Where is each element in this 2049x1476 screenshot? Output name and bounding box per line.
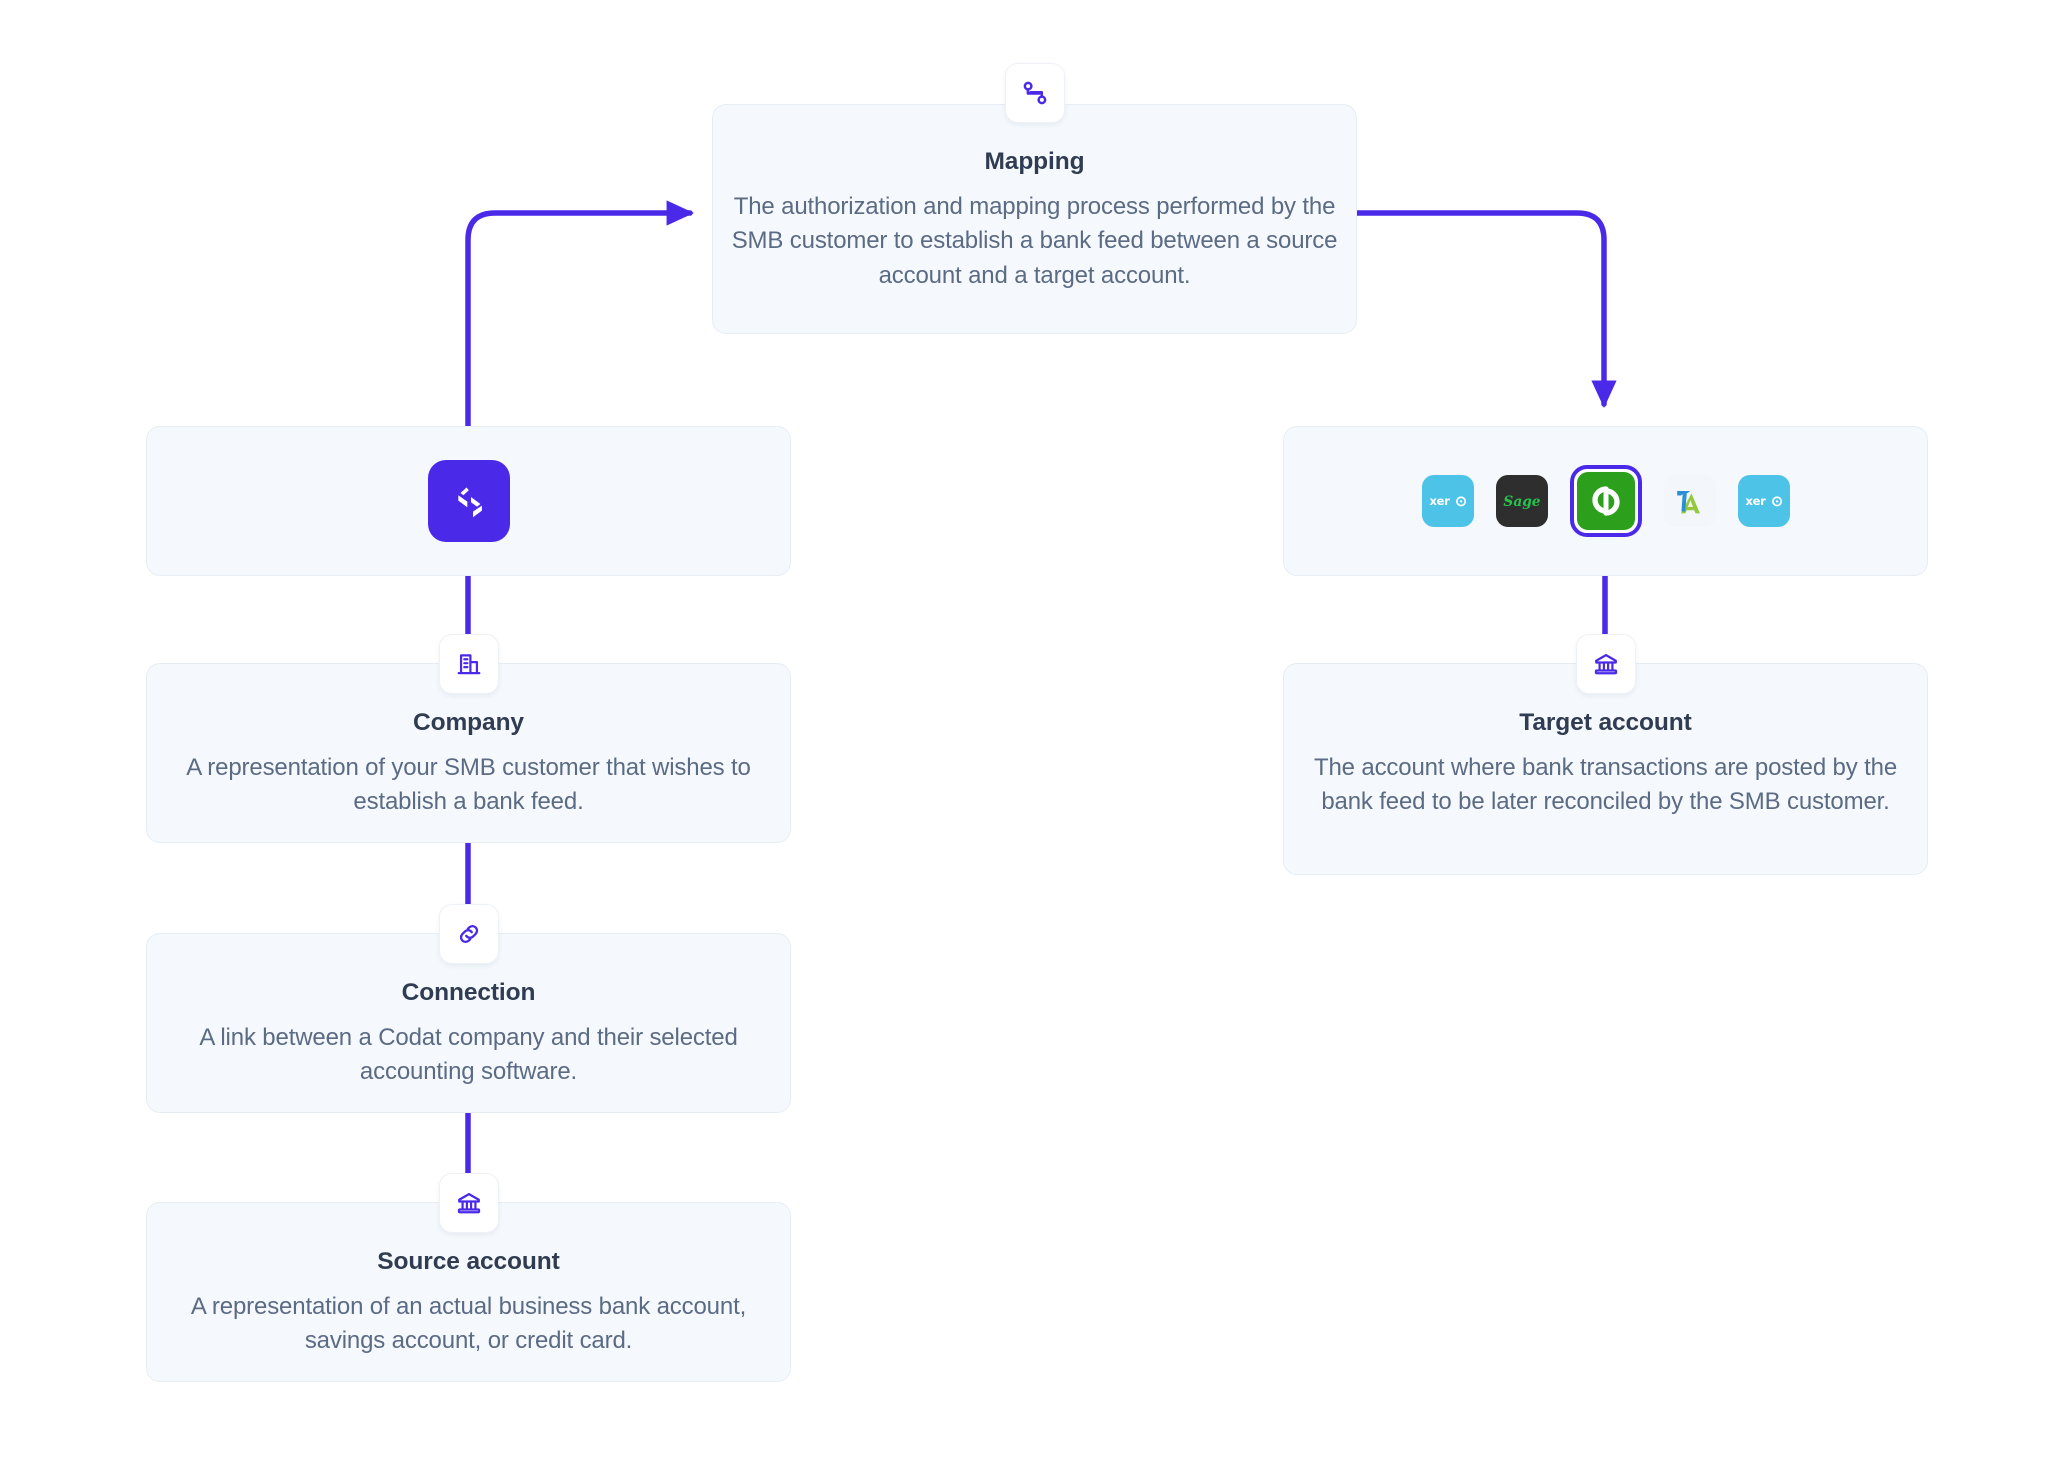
target-account-title: Target account xyxy=(1519,709,1692,736)
svg-text:Sage: Sage xyxy=(1503,494,1540,510)
connection-description: A link between a Codat company and their… xyxy=(199,1024,738,1086)
connection-icon-tile xyxy=(439,904,499,964)
sage-logo: Sage xyxy=(1503,494,1540,510)
company-title: Company xyxy=(413,709,524,736)
mapping-description: The authorization and mapping process pe… xyxy=(731,193,1338,289)
platform-tile-xero-1[interactable]: xer xyxy=(1421,475,1474,527)
platform-tile-xero-2[interactable]: xer xyxy=(1737,475,1790,527)
connection-card: Connection A link between a Codat compan… xyxy=(146,933,791,1113)
connector-mapping-to-platforms xyxy=(1354,210,1617,409)
bank-icon xyxy=(455,1189,483,1217)
platforms-panel: xer Sage xyxy=(1283,426,1928,576)
target-account-description: The account where bank transactions are … xyxy=(1313,754,1898,816)
svg-text:xer: xer xyxy=(1429,494,1450,508)
codat-panel[interactable] xyxy=(146,426,791,576)
mapping-title: Mapping xyxy=(984,148,1085,175)
mapping-card: Mapping The authorization and mapping pr… xyxy=(712,104,1357,334)
codat-logo xyxy=(427,460,510,542)
freeagent-logo xyxy=(1676,491,1700,514)
quickbooks-logo xyxy=(1576,472,1635,530)
target-account-card: Target account The account where bank tr… xyxy=(1283,663,1928,875)
bank-icon xyxy=(1592,650,1620,678)
target-account-icon-tile xyxy=(1576,634,1636,694)
xero-logo: xer xyxy=(1429,494,1466,508)
xero-logo: xer xyxy=(1745,494,1782,508)
connection-title: Connection xyxy=(401,979,536,1006)
codat-logo-mark xyxy=(457,487,482,518)
source-account-title: Source account xyxy=(377,1248,560,1275)
company-description: A representation of your SMB customer th… xyxy=(186,754,751,816)
link-icon xyxy=(455,920,483,948)
mapping-icon-tile xyxy=(1005,63,1065,123)
route-icon xyxy=(1020,78,1050,108)
svg-text:xer: xer xyxy=(1745,494,1766,508)
building-icon xyxy=(455,650,483,678)
connector-codat-to-mapping xyxy=(465,200,695,429)
platform-tile-sage[interactable]: Sage xyxy=(1495,475,1548,527)
source-account-icon-tile xyxy=(439,1173,499,1233)
platform-tile-quickbooks[interactable] xyxy=(1569,465,1642,537)
platform-tile-freeagent[interactable] xyxy=(1663,475,1716,527)
source-account-description: A representation of an actual business b… xyxy=(190,1293,747,1355)
company-icon-tile xyxy=(439,634,499,694)
